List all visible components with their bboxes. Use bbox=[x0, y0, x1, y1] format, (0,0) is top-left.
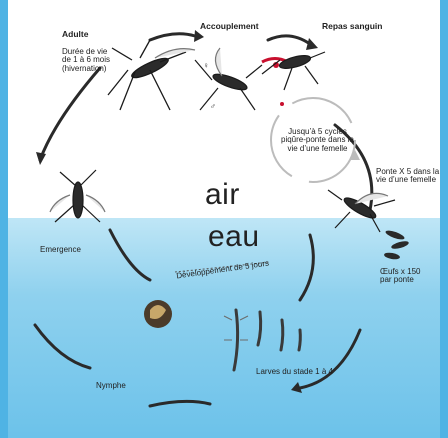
label-laying: Ponte X 5 dans la vie d’une femelle bbox=[376, 168, 439, 185]
label-blood-meal: Repas sanguin bbox=[322, 22, 382, 31]
arrowhead-1 bbox=[194, 30, 204, 42]
label-gonotrophic: Jusqu’à 5 cycles piqûre-ponte dans la vi… bbox=[281, 128, 354, 153]
mosquito-emergence bbox=[50, 170, 105, 222]
label-eggs: Œufs x 150 par ponte bbox=[380, 268, 420, 285]
label-lifespan: Durée de vie de 1 à 6 mois (hivernation) bbox=[62, 48, 110, 73]
label-adult: Adulte bbox=[62, 30, 88, 39]
label-mating: Accouplement bbox=[200, 22, 259, 31]
arc-mating-to-blood bbox=[268, 36, 310, 44]
label-air: air bbox=[205, 178, 240, 212]
mosquito-adult bbox=[108, 40, 195, 110]
pupa-shape bbox=[144, 300, 172, 328]
label-larvae: Larves du stade 1 à 4 bbox=[256, 368, 333, 376]
arc-emergence-up bbox=[110, 230, 150, 280]
egg-rafts bbox=[384, 229, 410, 261]
arc-bottom-left bbox=[35, 325, 90, 368]
arrowhead-3 bbox=[36, 152, 46, 165]
label-water: eau bbox=[208, 220, 260, 254]
mosquito-laying bbox=[328, 190, 395, 232]
male-symbol: ♀ bbox=[203, 62, 209, 70]
mosquito-mating bbox=[195, 48, 262, 110]
arrowhead-2 bbox=[306, 38, 318, 50]
label-pupa: Nymphe bbox=[96, 382, 126, 390]
label-emergence: Emergence bbox=[40, 246, 81, 254]
arc-pupa-bottom bbox=[150, 401, 210, 406]
arc-left-down bbox=[40, 68, 100, 160]
blood-drop-2 bbox=[280, 102, 284, 106]
arc-adult-to-mating bbox=[150, 34, 195, 40]
female-symbol: ♂ bbox=[210, 103, 216, 111]
arc-right-mid bbox=[300, 235, 313, 300]
arc-bottom-right bbox=[300, 330, 360, 388]
